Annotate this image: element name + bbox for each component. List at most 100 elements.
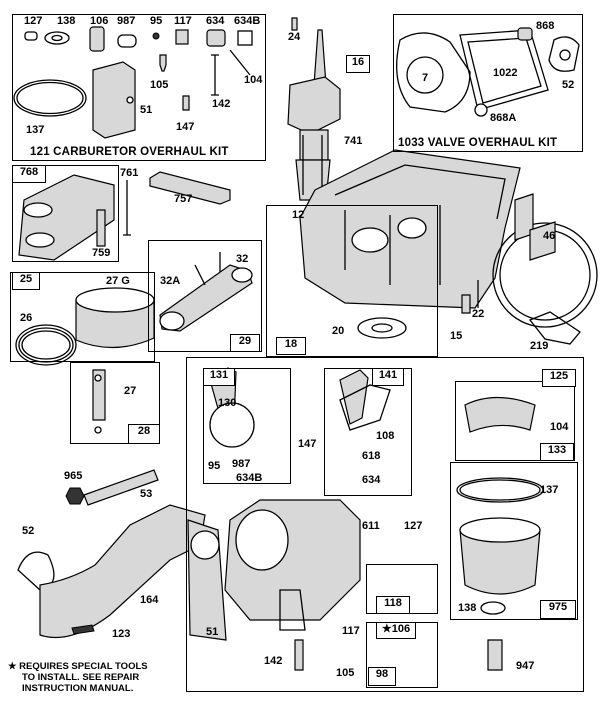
label-95: 95 <box>150 15 163 27</box>
carburetor-kit-caption: 121 CARBURETOR OVERHAUL KIT <box>30 146 229 158</box>
label-51: 51 <box>140 104 153 116</box>
valve-overhaul-kit-box <box>393 14 583 152</box>
label-759: 759 <box>92 247 111 259</box>
label-52: 52 <box>562 79 575 91</box>
tag-25: 25 <box>12 272 40 290</box>
carburetor <box>187 367 391 671</box>
label-46: 46 <box>543 230 556 242</box>
carb-kit-parts <box>13 26 253 139</box>
main-carburetor-box <box>186 357 584 692</box>
tag-16: 16 <box>346 55 370 73</box>
engine-block-box <box>266 205 438 357</box>
special-tools-note-line2: TO INSTALL. SEE REPAIR <box>22 672 140 683</box>
tag-133: 133 <box>540 443 574 461</box>
label-164: 164 <box>140 594 159 606</box>
label-127: 127 <box>24 15 43 27</box>
tag-975: 975 <box>540 600 576 619</box>
label-634b-2: 634B <box>236 472 263 484</box>
label-22: 22 <box>472 308 485 320</box>
label-219: 219 <box>530 340 549 352</box>
label-147: 147 <box>176 121 195 133</box>
camshaft <box>461 193 598 345</box>
choke-shaft-box <box>203 368 291 484</box>
label-761: 761 <box>120 167 139 179</box>
label-987b: 987 <box>232 458 251 470</box>
label-106: 106 <box>90 15 109 27</box>
tag-768: 768 <box>12 165 46 183</box>
label-105b: 105 <box>336 667 355 679</box>
label-51b: 51 <box>206 626 219 638</box>
label-741: 741 <box>344 135 363 147</box>
label-32a: 32A <box>160 275 181 287</box>
label-26: 26 <box>20 312 33 324</box>
air-cleaner-box <box>455 381 575 461</box>
special-tools-note-line1: ★ REQUIRES SPECIAL TOOLS <box>8 661 148 672</box>
label-117: 117 <box>174 15 192 27</box>
label-127b: 127 <box>404 520 423 532</box>
label-634b: 634B <box>234 15 261 27</box>
label-104: 104 <box>244 74 263 86</box>
label-123: 123 <box>112 628 131 640</box>
label-868a: 868A <box>490 112 517 124</box>
tag-98: 98 <box>368 667 396 686</box>
carburetor-overhaul-kit-box <box>12 14 266 161</box>
float-bowl-box <box>450 462 578 620</box>
rocker-bracket-box <box>12 165 119 262</box>
label-634: 634 <box>206 15 225 27</box>
label-611: 611 <box>362 520 380 532</box>
label-95b: 95 <box>208 460 221 472</box>
label-634c: 634 <box>362 474 381 486</box>
label-142: 142 <box>212 98 231 110</box>
label-53: 53 <box>140 488 153 500</box>
label-108: 108 <box>376 430 395 442</box>
label-130: 130 <box>218 397 237 409</box>
label-27g: 27 G <box>106 275 130 287</box>
tag-141: 141 <box>372 368 404 386</box>
label-147b: 147 <box>298 438 317 450</box>
label-20: 20 <box>332 325 345 337</box>
label-27: 27 <box>124 385 137 397</box>
valve-kit-caption: 1033 VALVE OVERHAUL KIT <box>398 137 558 149</box>
label-868: 868 <box>536 20 555 32</box>
piston-and-rings <box>15 287 155 434</box>
intake-manifold <box>17 469 206 639</box>
tag-106-special: ★106 <box>376 622 416 639</box>
label-24: 24 <box>288 31 301 43</box>
label-137: 137 <box>26 124 45 136</box>
label-105: 105 <box>150 79 169 91</box>
throttle-shaft-box <box>324 368 412 496</box>
label-137b: 137 <box>540 484 559 496</box>
rocker-bracket <box>18 171 231 261</box>
piston-pin-box <box>70 362 160 444</box>
label-104b: 104 <box>550 421 569 433</box>
piston-box <box>10 272 155 362</box>
label-117b: 117 <box>342 625 360 637</box>
label-15: 15 <box>450 330 463 342</box>
engine-block <box>299 149 521 339</box>
tag-131: 131 <box>203 368 235 386</box>
label-138: 138 <box>57 15 76 27</box>
label-52b: 52 <box>22 525 35 537</box>
tag-18: 18 <box>276 337 306 355</box>
special-tools-note-line3: INSTRUCTION MANUAL. <box>22 683 134 694</box>
connecting-rod-box <box>148 240 262 352</box>
connecting-rod <box>159 252 253 332</box>
tag-125: 125 <box>542 369 576 387</box>
label-947: 947 <box>516 660 535 672</box>
label-1022: 1022 <box>493 67 518 79</box>
label-7: 7 <box>422 72 429 84</box>
float-bowl <box>456 396 544 671</box>
valve-kit-parts <box>396 27 580 117</box>
label-12: 12 <box>292 209 305 221</box>
label-142b: 142 <box>264 655 283 667</box>
label-138b: 138 <box>458 602 477 614</box>
label-618: 618 <box>362 450 381 462</box>
crankshaft <box>287 17 341 201</box>
tag-28: 28 <box>128 424 160 444</box>
label-757: 757 <box>174 193 193 205</box>
tag-29: 29 <box>230 334 260 352</box>
label-987: 987 <box>117 15 136 27</box>
label-32: 32 <box>236 253 249 265</box>
